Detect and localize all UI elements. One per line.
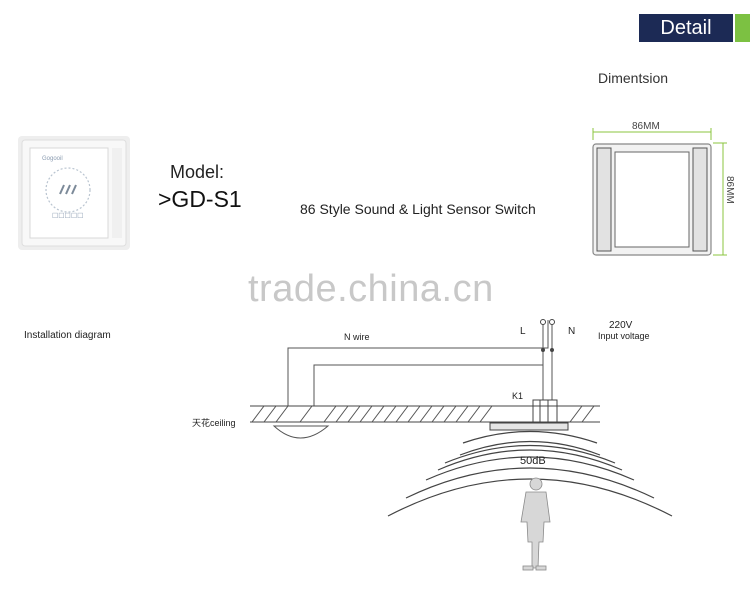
- product-photo: Gogooil ☐☐☐☐☐: [18, 136, 130, 250]
- sound-level-label: 50dB: [520, 455, 546, 467]
- ceiling-label: 天花ceiling: [192, 417, 236, 428]
- model-label: Model:: [170, 162, 225, 182]
- installation-title: Installation diagram: [24, 330, 111, 341]
- detail-tab: Detail: [639, 14, 733, 42]
- relay-label: K1: [512, 391, 523, 401]
- voltage-description: Input voltage: [598, 331, 650, 341]
- n-wire-label: N wire: [344, 332, 370, 342]
- model-value: >GD-S1: [158, 186, 242, 212]
- person-figure: [520, 477, 551, 571]
- dimension-title: Dimentsion: [598, 70, 669, 86]
- n-terminal-label: N: [568, 326, 575, 337]
- detail-tab-accent: [735, 14, 750, 42]
- dimension-width-label: 86MM: [632, 121, 660, 132]
- switch-brand-text: Gogooil: [42, 156, 63, 162]
- svg-text:☐☐☐☐☐: ☐☐☐☐☐: [52, 212, 83, 220]
- voltage-value: 220V: [609, 320, 633, 331]
- wiring-diagram: L N N wire 220V Input voltage K1 天花ceili…: [192, 319, 673, 571]
- sound-waves: [387, 430, 673, 517]
- dimension-height-label: 86MM: [724, 176, 735, 204]
- dimension-drawing: 86MM 86MM: [592, 121, 735, 256]
- l-terminal-label: L: [520, 326, 526, 337]
- watermark: trade.china.cn: [248, 268, 494, 310]
- product-name: 86 Style Sound & Light Sensor Switch: [300, 201, 536, 217]
